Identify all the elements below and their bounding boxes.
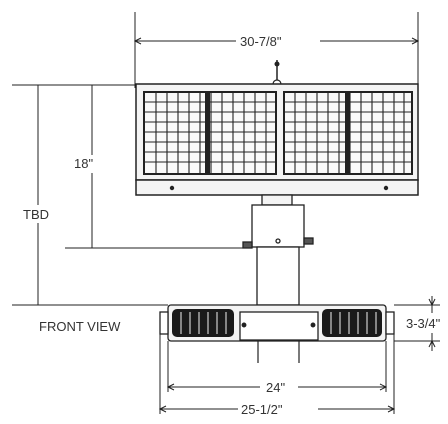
bracket-depth-label: 3-3/4" <box>406 316 441 331</box>
bracket-grille-right <box>322 309 382 337</box>
led-grid-right <box>283 91 413 175</box>
view-label: FRONT VIEW <box>39 319 121 334</box>
height-dimensions <box>12 84 248 306</box>
mounting-column <box>242 194 314 306</box>
bracket-depth-dimension <box>394 296 440 351</box>
overall-width-label: 30-7/8" <box>240 34 282 49</box>
inner-width-label: 24" <box>266 380 285 395</box>
bracket-grille-left <box>172 309 234 337</box>
panel-height-label: 18" <box>74 156 93 171</box>
bracket-width-dimensions <box>158 334 396 414</box>
led-grid-left <box>143 91 277 175</box>
bracket-stubs <box>257 341 300 363</box>
outer-width-label: 25-1/2" <box>241 402 283 417</box>
total-height-label: TBD <box>23 207 49 222</box>
overall-width-dimension <box>133 12 420 88</box>
